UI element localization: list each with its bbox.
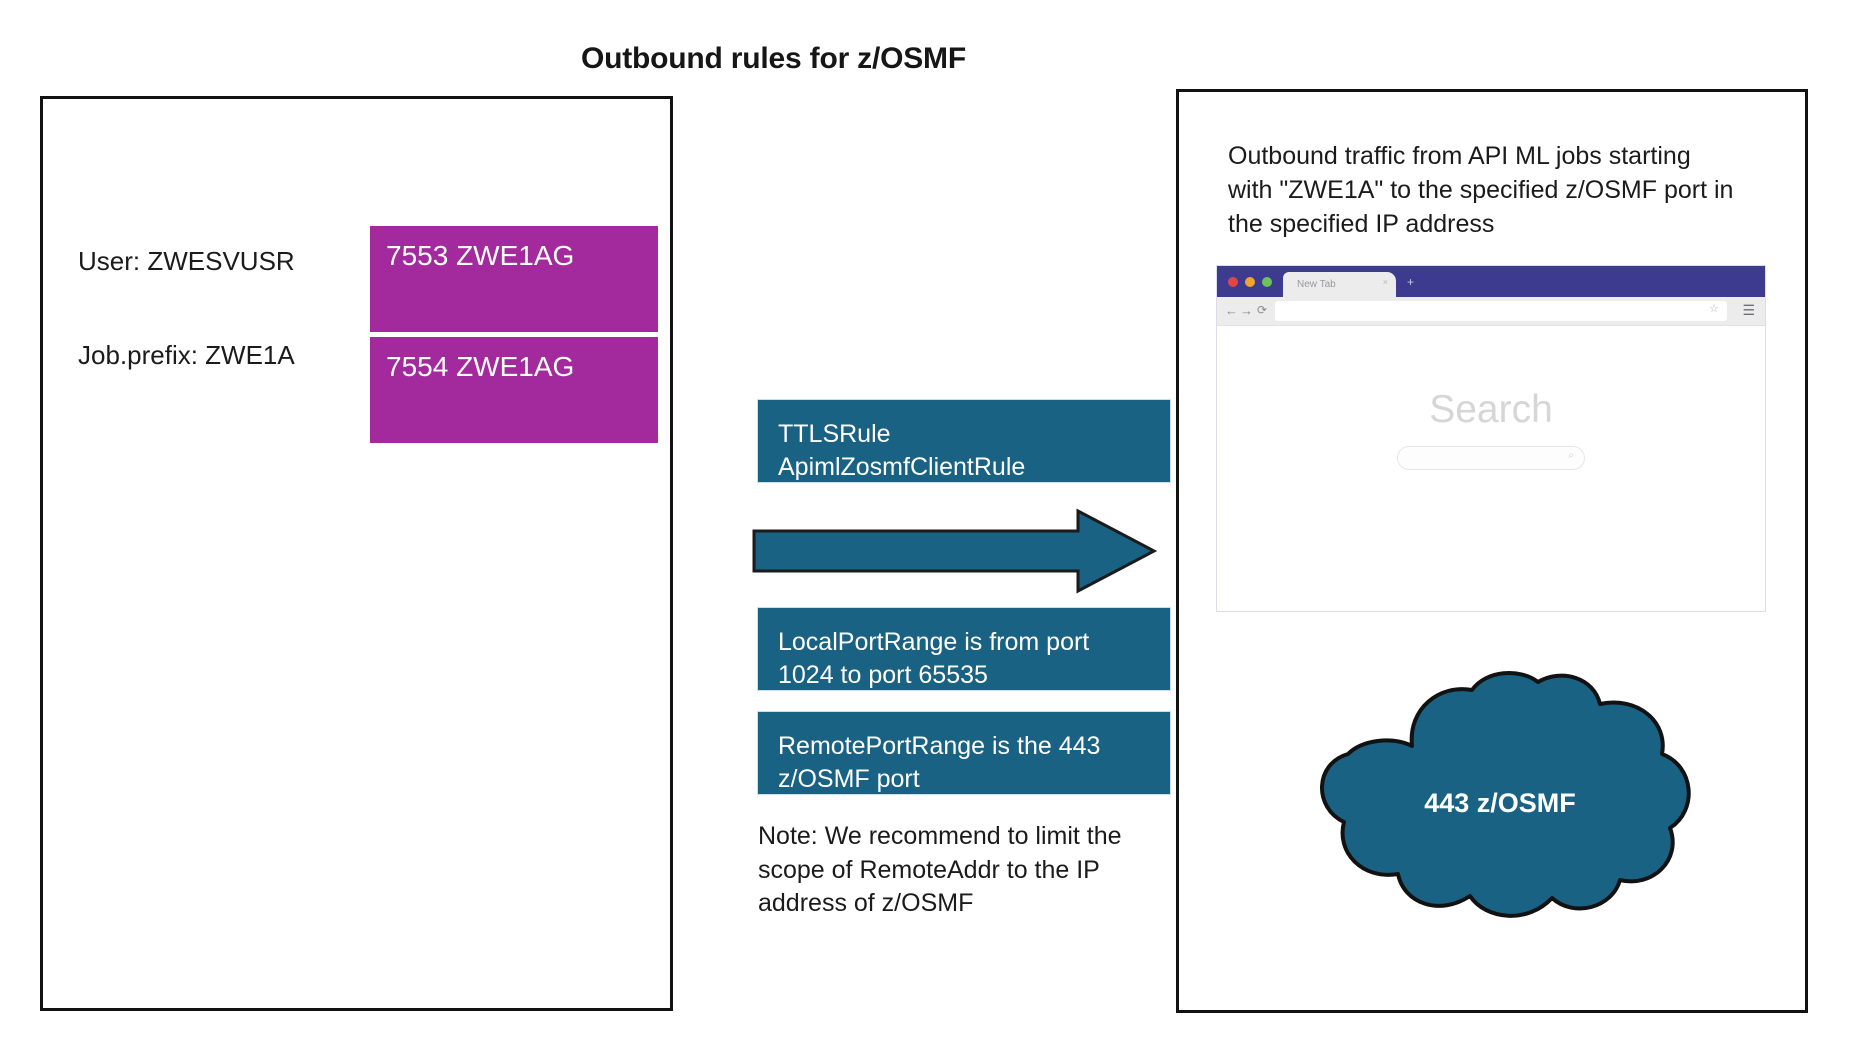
- job-prefix-label: Job.prefix: ZWE1A: [78, 340, 295, 370]
- port-box-7553: 7553 ZWE1AG: [370, 226, 658, 332]
- browser-content-area: Search ⌕: [1217, 326, 1765, 611]
- note-text: Note: We recommend to limit the scope of…: [758, 820, 1178, 921]
- ttls-rule-value: ApimlZosmfClientRule: [778, 453, 1026, 481]
- maximize-window-icon[interactable]: [1262, 277, 1272, 287]
- note-line-3: address of z/OSMF: [758, 889, 974, 917]
- page-title: Outbound rules for z/OSMF: [0, 42, 1867, 76]
- outbound-description-line-2: with "ZWE1A" to the specified z/OSMF por…: [1228, 176, 1734, 204]
- close-icon[interactable]: ×: [1382, 277, 1388, 287]
- cloud-shape: [1320, 671, 1691, 918]
- local-port-range-line-2: 1024 to port 65535: [778, 661, 988, 689]
- remote-port-range-line-2: z/OSMF port: [778, 765, 920, 793]
- outbound-description-line-1: Outbound traffic from API ML jobs starti…: [1228, 142, 1691, 170]
- address-bar-input[interactable]: ☆: [1275, 301, 1727, 321]
- search-icon: ⌕: [1568, 450, 1574, 461]
- browser-tab-label: New Tab: [1297, 279, 1336, 290]
- note-line-1: Note: We recommend to limit the: [758, 822, 1122, 850]
- hamburger-menu-icon[interactable]: ☰: [1742, 302, 1755, 318]
- back-arrow-icon[interactable]: ←: [1225, 303, 1238, 318]
- local-port-range-box: LocalPortRange is from port 1024 to port…: [758, 608, 1170, 690]
- browser-titlebar: New Tab × +: [1217, 266, 1765, 297]
- note-line-2: scope of RemoteAddr to the IP: [758, 855, 1100, 884]
- search-heading: Search: [1429, 388, 1553, 431]
- user-label: User: ZWESVUSR: [78, 246, 295, 276]
- page-title-text: Outbound rules for z/OSMF: [581, 42, 966, 75]
- star-icon[interactable]: ☆: [1709, 303, 1719, 315]
- ttls-rule-name: TTLSRule: [778, 420, 891, 448]
- close-window-icon[interactable]: [1228, 277, 1238, 287]
- minimize-window-icon[interactable]: [1245, 277, 1255, 287]
- plus-icon[interactable]: +: [1407, 275, 1415, 289]
- flow-arrow-icon: [752, 508, 1158, 594]
- outbound-description: Outbound traffic from API ML jobs starti…: [1228, 139, 1788, 241]
- outbound-description-line-3: the specified IP address: [1228, 210, 1495, 238]
- port-box-7554: 7554 ZWE1AG: [370, 337, 658, 443]
- browser-window-mockup: New Tab × + ← → ⟳ ☆ ☰ Search ⌕: [1216, 265, 1766, 612]
- browser-tab[interactable]: New Tab ×: [1283, 272, 1396, 297]
- ttls-rule-box: TTLSRule ApimlZosmfClientRule: [758, 400, 1170, 482]
- remote-port-range-line-1: RemotePortRange is the 443: [778, 732, 1101, 760]
- reload-icon[interactable]: ⟳: [1257, 303, 1268, 317]
- search-input[interactable]: ⌕: [1397, 446, 1585, 470]
- remote-port-range-box: RemotePortRange is the 443 z/OSMF port: [758, 712, 1170, 794]
- browser-toolbar: ← → ⟳ ☆ ☰: [1217, 297, 1765, 326]
- forward-arrow-icon[interactable]: →: [1240, 303, 1253, 318]
- local-port-range-line-1: LocalPortRange is from port: [778, 628, 1090, 656]
